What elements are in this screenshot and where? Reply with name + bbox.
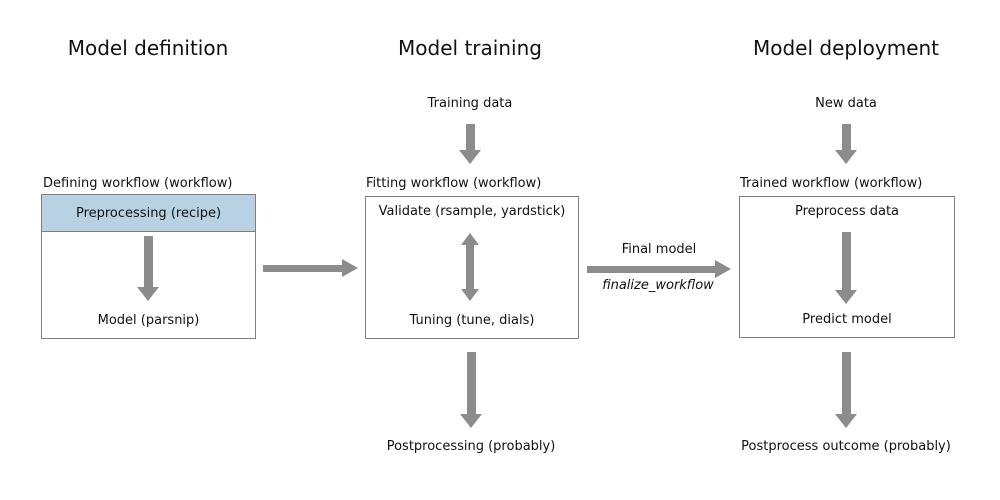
arrow-head xyxy=(715,260,731,278)
arrow-shaft xyxy=(143,236,153,287)
new-data-label: New data xyxy=(815,96,877,111)
arrow-shaft xyxy=(465,124,475,150)
title-model-deployment: Model deployment xyxy=(752,36,940,60)
arrow-fitting-to-postprocessing xyxy=(460,352,482,428)
arrow-training-data-down xyxy=(459,124,481,164)
arrow-shaft xyxy=(841,124,851,150)
postprocessing-label: Postprocessing (probably) xyxy=(386,439,556,454)
arrow-trained-to-postprocess-outcome xyxy=(835,352,857,428)
postprocess-outcome-label: Postprocess outcome (probably) xyxy=(741,439,951,454)
arrow-shaft xyxy=(466,352,476,414)
title-model-training: Model training xyxy=(398,36,542,60)
finalize-workflow-label: finalize_workflow xyxy=(602,278,714,293)
arrow-shaft xyxy=(263,264,342,272)
label-defining-workflow: Defining workflow (workflow) xyxy=(43,176,233,191)
arrow-head xyxy=(835,150,857,164)
arrow-shaft xyxy=(587,265,715,273)
predict-model-label: Predict model xyxy=(802,312,892,327)
arrow-fitting-to-trained xyxy=(587,260,731,278)
arrow-head xyxy=(835,414,857,428)
title-model-definition: Model definition xyxy=(67,36,229,60)
validate-label: Validate (rsample, yardstick) xyxy=(378,204,566,219)
arrow-head xyxy=(461,289,479,301)
arrow-shaft xyxy=(466,245,474,289)
training-data-label: Training data xyxy=(427,96,513,111)
arrow-head xyxy=(460,414,482,428)
arrow-new-data-down xyxy=(835,124,857,164)
preprocessing-recipe-header: Preprocessing (recipe) xyxy=(42,195,255,232)
label-trained-workflow: Trained workflow (workflow) xyxy=(740,176,923,191)
arrow-head xyxy=(461,233,479,245)
final-model-label: Final model xyxy=(621,242,697,257)
box-defining-workflow: Preprocessing (recipe) Model (parsnip) xyxy=(41,194,256,339)
model-parsnip-label: Model (parsnip) xyxy=(97,313,200,328)
arrow-definition-to-fitting xyxy=(263,259,358,277)
arrow-shaft xyxy=(841,232,851,290)
arrow-preprocessing-to-model xyxy=(137,236,159,301)
arrow-head xyxy=(137,287,159,301)
arrow-shaft xyxy=(841,352,851,414)
label-fitting-workflow: Fitting workflow (workflow) xyxy=(366,176,542,191)
arrow-head xyxy=(459,150,481,164)
preprocess-data-label: Preprocess data xyxy=(794,204,900,219)
arrow-validate-tuning-double xyxy=(461,233,479,301)
arrow-head xyxy=(342,259,358,277)
arrow-head xyxy=(835,290,857,304)
arrow-preprocess-to-predict xyxy=(835,232,857,304)
tuning-label: Tuning (tune, dials) xyxy=(409,313,535,328)
